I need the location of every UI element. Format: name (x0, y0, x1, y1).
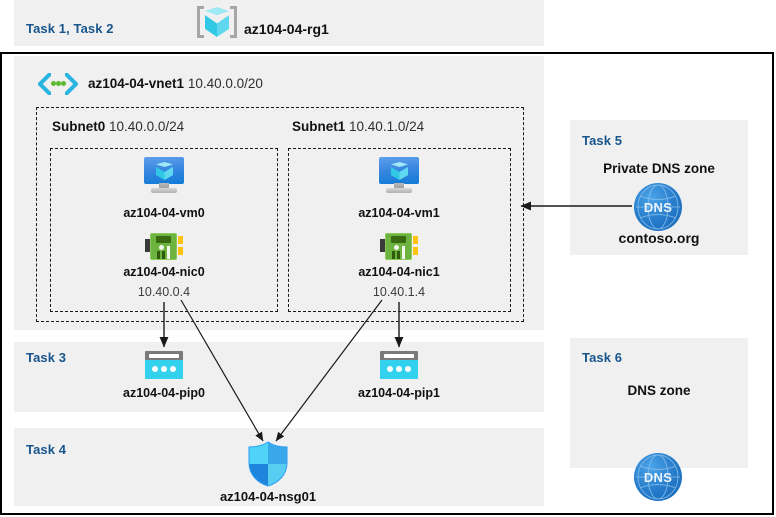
nic-led (394, 245, 399, 250)
task-label-5: Task 5 (582, 133, 623, 148)
public-ip-address-icon-pip1 (380, 351, 418, 379)
bracket-left (197, 6, 204, 38)
vnet-dots (51, 81, 66, 87)
pip-header-bar (149, 353, 179, 358)
vnet-cidr: 10.40.0.0/20 (187, 76, 263, 91)
public-ip-panel (14, 342, 544, 412)
nic-chip (156, 236, 171, 243)
resource-group-name: az104-04-rg1 (244, 21, 329, 37)
cube-glyph (156, 162, 173, 180)
task-label-4: Task 4 (26, 442, 67, 457)
virtual-machine-icon-vm1 (378, 157, 420, 195)
private-dns-name: contoso.org (618, 230, 700, 246)
pip-header (380, 351, 418, 360)
resource-group-header-panel (14, 0, 544, 46)
chevron-right-icon (65, 73, 78, 95)
nic-left-connector (380, 239, 385, 252)
public-dns-heading: DNS zone (627, 383, 691, 398)
subnet1-cidr: 10.40.1.0/24 (349, 119, 425, 134)
network-security-group-icon (247, 441, 289, 487)
cube-glyph (391, 162, 408, 180)
nic0-ip: 10.40.0.4 (137, 285, 191, 299)
public-ip-address-icon-pip0 (145, 351, 183, 379)
subnet0-cidr: 10.40.0.0/24 (109, 119, 185, 134)
pip-body (380, 360, 418, 379)
task-label-1-2: Task 1, Task 2 (26, 21, 114, 36)
public-dns-panel (570, 338, 748, 468)
pip-body (145, 360, 183, 379)
dns-zone-icon-public: DNS (634, 453, 682, 501)
subnet1-name: Subnet1 (292, 119, 346, 134)
nic1-ip: 10.40.1.4 (372, 285, 426, 299)
network-interface-icon-nic0 (145, 232, 183, 262)
pip1-name: az104-04-pip1 (358, 386, 440, 400)
nic-led (159, 245, 164, 250)
vm0-name: az104-04-vm0 (123, 206, 205, 220)
cube-glyph (205, 7, 229, 37)
subscription-frame (0, 52, 774, 515)
bracket-right (230, 6, 237, 38)
chevron-left-icon (38, 73, 51, 95)
dns-icon-text: DNS (643, 469, 673, 485)
virtual-machine-icon-vm0 (143, 157, 185, 195)
private-dns-heading: Private DNS zone (603, 161, 715, 176)
vm1-name: az104-04-vm1 (358, 206, 440, 220)
task-label-3: Task 3 (26, 350, 67, 365)
vm-stand-base (151, 188, 177, 193)
subnet0-title: Subnet0 10.40.0.0/24 (52, 119, 184, 134)
nic0-name: az104-04-nic0 (123, 265, 205, 279)
nic1-name: az104-04-nic1 (358, 265, 440, 279)
task-label-6: Task 6 (582, 350, 623, 365)
dns-zone-icon-private: DNS (634, 183, 682, 231)
network-interface-icon-nic1 (380, 232, 418, 262)
pip-header (145, 351, 183, 360)
vnet-title: az104-04-vnet1 10.40.0.0/20 (88, 76, 263, 91)
subnet1-title: Subnet1 10.40.1.0/24 (292, 119, 424, 134)
nic-left-connector (145, 239, 150, 252)
vm-stand-base (386, 188, 412, 193)
pip0-name: az104-04-pip0 (123, 386, 205, 400)
resource-group-icon (197, 4, 237, 40)
pip-header-bar (384, 353, 414, 358)
vnet-panel (14, 56, 544, 330)
virtual-network-icon (38, 70, 78, 98)
dns-icon-text: DNS (643, 199, 673, 215)
vm-stand-neck (159, 183, 169, 189)
vnet-name: az104-04-vnet1 (88, 76, 185, 91)
nic-chip (391, 236, 406, 243)
subnet0-name: Subnet0 (52, 119, 106, 134)
vm-stand-neck (394, 183, 404, 189)
nsg-name: az104-04-nsg01 (219, 489, 317, 504)
